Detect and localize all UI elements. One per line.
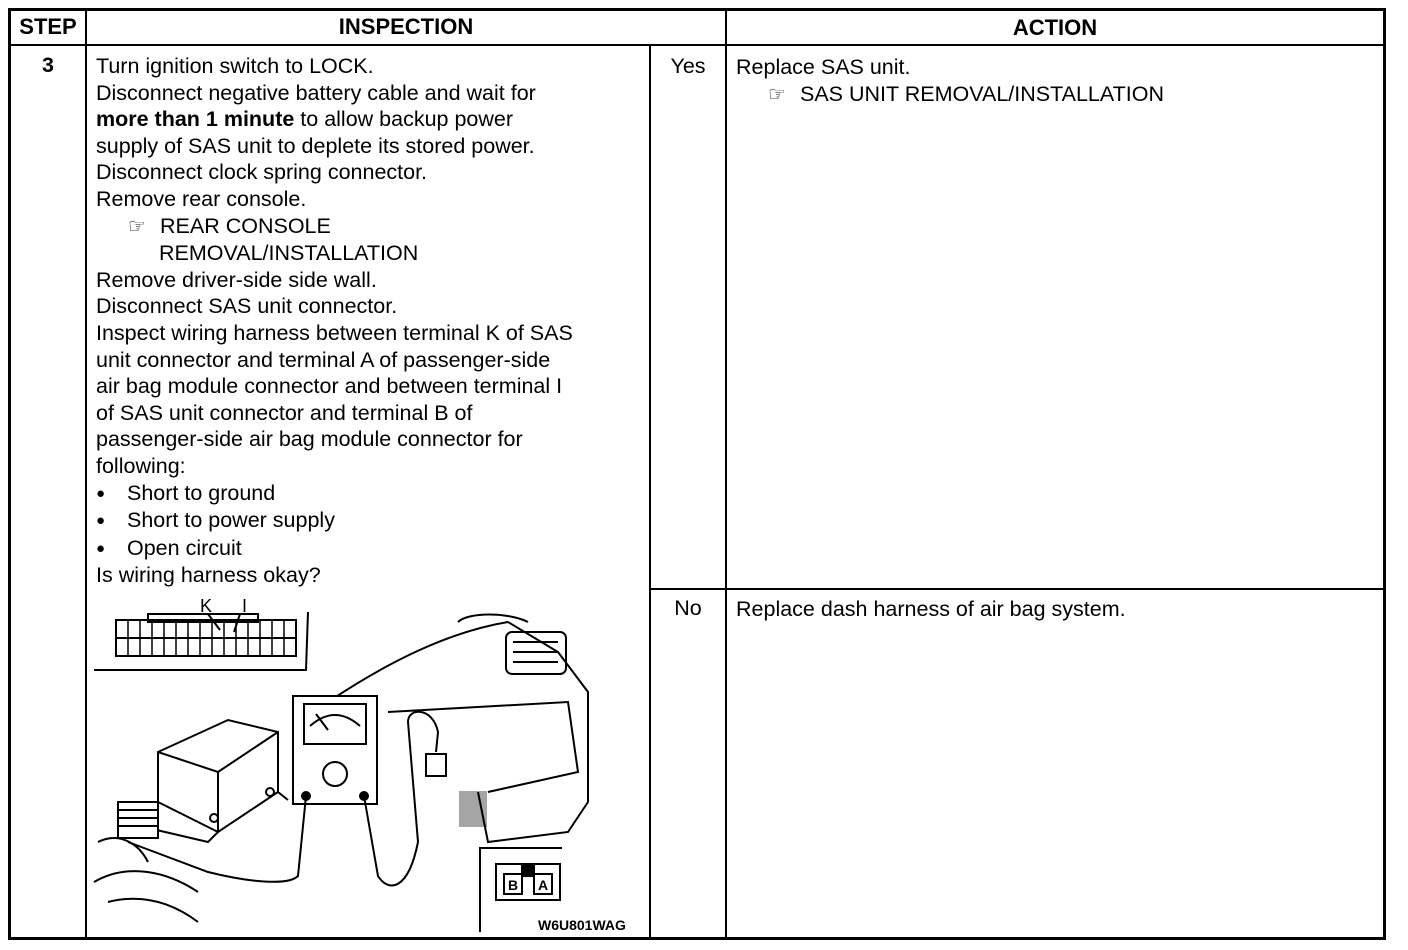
reference-link-sas-unit[interactable]: ☞ SAS UNIT REMOVAL/INSTALLATION — [736, 81, 1376, 109]
inspection-line: Disconnect negative battery cable and wa… — [96, 80, 536, 105]
reference-link-rear-console-cont[interactable]: REMOVAL/INSTALLATION — [159, 241, 419, 266]
pointing-hand-icon: ☞ — [128, 215, 146, 238]
action-no-text: Replace dash harness of air bag system. — [736, 597, 1126, 621]
inspection-line: more than 1 minute to allow backup power — [96, 106, 646, 133]
bullet-item: Short to ground — [96, 480, 646, 508]
inspection-line: Inspect wiring harness between terminal … — [96, 320, 573, 345]
result-yes-label: Yes — [670, 54, 706, 78]
step-number: 3 — [42, 53, 54, 77]
inspection-line: Remove driver-side side wall. — [96, 267, 377, 292]
action-yes: Replace SAS unit. ☞ SAS UNIT REMOVAL/INST… — [736, 54, 1376, 108]
inspection-yesno-divider — [649, 45, 651, 940]
action-no: Replace dash harness of air bag system. — [736, 596, 1376, 623]
header-step: STEP — [19, 14, 77, 39]
figure-code: W6U801WAG — [538, 917, 626, 933]
bullet-item: Short to power supply — [96, 507, 646, 535]
table-border-left — [8, 8, 11, 940]
header-inspection: INSPECTION — [338, 14, 474, 39]
inspection-line: Disconnect clock spring connector. — [96, 160, 428, 185]
bullet-item: Open circuit — [96, 535, 646, 563]
sas-connector-diagram — [94, 611, 309, 671]
header-action: ACTION — [1012, 15, 1098, 40]
result-no-label: No — [674, 596, 702, 620]
action-divider — [725, 8, 727, 940]
inspection-line: unit connector and terminal A of passeng… — [96, 347, 551, 372]
inspection-text-span: to allow backup power — [294, 107, 514, 132]
terminal-i-label: I — [242, 596, 247, 616]
inspection-text: Turn ignition switch to LOCK. Disconnect… — [96, 53, 646, 589]
inspection-line: supply of SAS unit to deplete its stored… — [96, 133, 535, 158]
yes-no-divider — [650, 588, 1386, 590]
inspection-line: air bag module connector and between ter… — [96, 374, 563, 399]
reference-text: REAR CONSOLE — [160, 213, 331, 238]
table-border-right — [1383, 8, 1386, 940]
table-border-bottom — [8, 937, 1386, 940]
wiring-inspection-illustration: K I B A W6U801WAG — [93, 596, 626, 933]
inspection-line: Turn ignition switch to LOCK. — [96, 54, 374, 78]
terminal-a-label: A — [538, 877, 548, 893]
inspection-question: Is wiring harness okay? — [96, 563, 321, 588]
terminal-b-label: B — [508, 877, 518, 893]
inspection-line: Disconnect SAS unit connector. — [96, 294, 398, 319]
step-divider — [85, 8, 87, 940]
terminal-k-label: K — [200, 596, 212, 616]
reference-link-rear-console[interactable]: ☞ REAR CONSOLE — [96, 213, 646, 241]
inspection-line: Remove rear console. — [96, 186, 307, 211]
pointing-hand-icon: ☞ — [768, 83, 786, 106]
inspection-line: passenger-side air bag module connector … — [96, 427, 523, 452]
header-divider — [8, 44, 1386, 46]
action-yes-text: Replace SAS unit. — [736, 55, 911, 79]
inspection-line: following: — [96, 453, 186, 478]
table-border-top — [8, 8, 1386, 11]
emphasis-text: more than 1 minute — [96, 107, 295, 132]
inspection-line: of SAS unit connector and terminal B of — [96, 400, 473, 425]
reference-text: SAS UNIT REMOVAL/INSTALLATION — [800, 81, 1164, 106]
